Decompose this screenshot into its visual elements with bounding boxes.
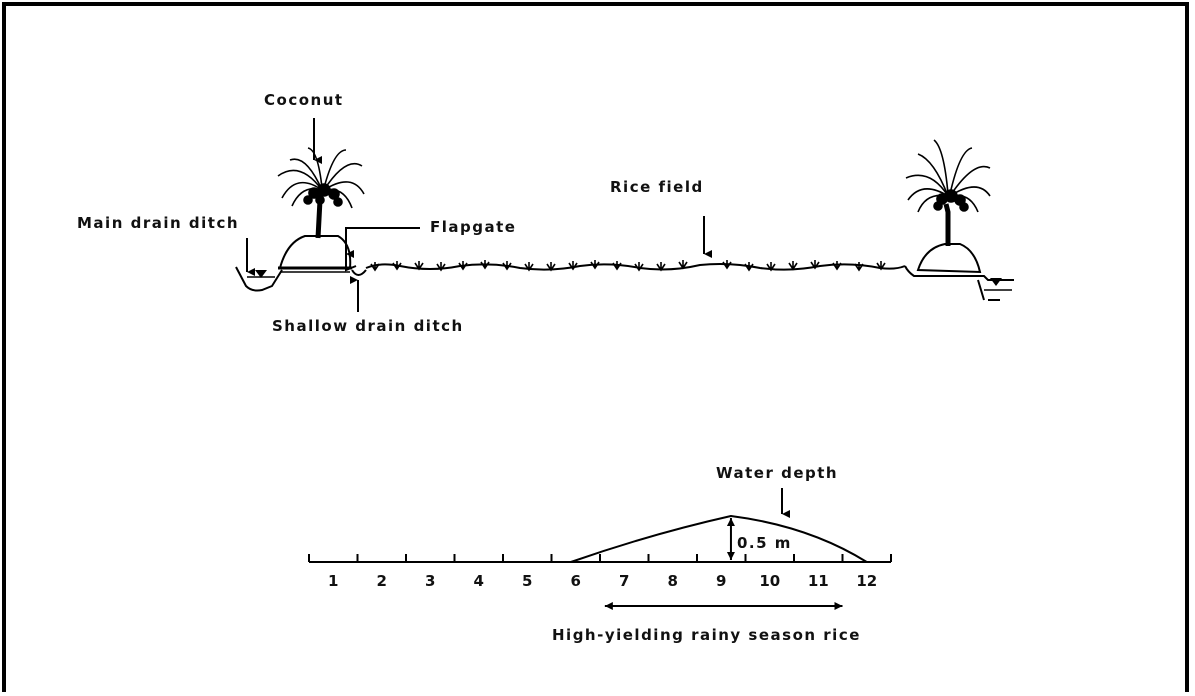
month-label: 7: [619, 572, 629, 590]
month-label: 2: [377, 572, 387, 590]
water-depth-label: Water depth: [716, 464, 838, 482]
month-label: 6: [571, 572, 581, 590]
month-label: 12: [856, 572, 877, 590]
water-depth-curve: [570, 514, 868, 563]
flapgate-label: Flapgate: [430, 218, 516, 236]
rice-plants: [370, 260, 886, 272]
month-label: 8: [668, 572, 678, 590]
shallow-drain-ditch-shape: [351, 269, 367, 276]
left-coconut-palm: [277, 147, 365, 239]
month-label: 10: [759, 572, 780, 590]
flapgate-arrow: [345, 227, 420, 258]
rice-field-label: Rice field: [610, 178, 704, 196]
right-coconut-palm: [905, 139, 991, 246]
month-label: 4: [474, 572, 484, 590]
month-label: 3: [425, 572, 435, 590]
main-drain-ditch-shape: [235, 266, 283, 292]
month-label: 5: [522, 572, 532, 590]
shallow-drain-ditch-label: Shallow drain ditch: [272, 317, 464, 335]
left-dike: [279, 235, 352, 269]
coconut-label: Coconut: [264, 91, 344, 109]
depth-value-label: 0.5 m: [737, 534, 792, 552]
season-range-label: High-yielding rainy season rice: [552, 626, 861, 644]
flapgate-shape: [345, 252, 357, 272]
month-label: 11: [808, 572, 829, 590]
cross-section: [235, 235, 1014, 301]
month-label: 1: [328, 572, 338, 590]
month-label: 9: [716, 572, 726, 590]
main-drain-ditch-label: Main drain ditch: [77, 214, 239, 232]
right-dike: [904, 265, 1014, 281]
